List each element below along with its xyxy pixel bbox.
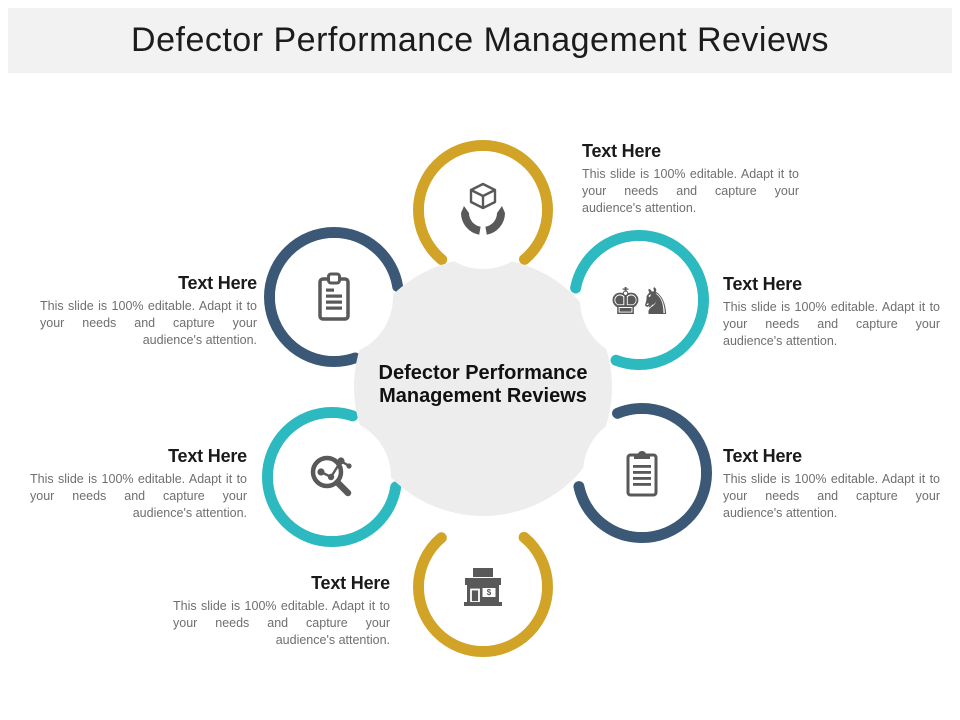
- text-block-body: This slide is 100% editable. Adapt it to…: [40, 299, 257, 347]
- text-block-bottom-right: Text Here This slide is 100% editable. A…: [723, 446, 940, 522]
- text-block-bottom: Text Here This slide is 100% editable. A…: [173, 573, 390, 649]
- title-bar: Defector Performance Management Reviews: [8, 8, 952, 73]
- slide-title: Defector Performance Management Reviews: [131, 21, 829, 59]
- text-block-heading: Text Here: [168, 446, 247, 466]
- text-block-top-left: Text Here This slide is 100% editable. A…: [40, 273, 257, 349]
- text-block-heading: Text Here: [582, 141, 661, 161]
- satellite-circle-bottom: [424, 528, 542, 646]
- center-label: Defector Performance Management Reviews: [378, 362, 588, 407]
- text-block-body: This slide is 100% editable. Adapt it to…: [30, 472, 247, 520]
- text-block-heading: Text Here: [723, 446, 802, 466]
- center-circle: [354, 258, 612, 516]
- text-block-top: Text Here This slide is 100% editable. A…: [582, 141, 799, 217]
- text-block-top-right: Text Here This slide is 100% editable. A…: [723, 274, 940, 350]
- satellite-circle-top: [424, 151, 542, 269]
- text-block-body: This slide is 100% editable. Adapt it to…: [723, 300, 940, 348]
- satellite-circle-bottom-left: [273, 418, 391, 536]
- text-block-body: This slide is 100% editable. Adapt it to…: [582, 167, 799, 215]
- text-block-body: This slide is 100% editable. Adapt it to…: [173, 599, 390, 647]
- satellite-circle-bottom-right: [583, 414, 701, 532]
- text-block-heading: Text Here: [723, 274, 802, 294]
- text-block-heading: Text Here: [178, 273, 257, 293]
- text-block-body: This slide is 100% editable. Adapt it to…: [723, 472, 940, 520]
- satellite-circle-top-left: [275, 238, 393, 356]
- text-block-heading: Text Here: [311, 573, 390, 593]
- text-block-bottom-left: Text Here This slide is 100% editable. A…: [30, 446, 247, 522]
- satellite-circle-top-right: [580, 241, 698, 359]
